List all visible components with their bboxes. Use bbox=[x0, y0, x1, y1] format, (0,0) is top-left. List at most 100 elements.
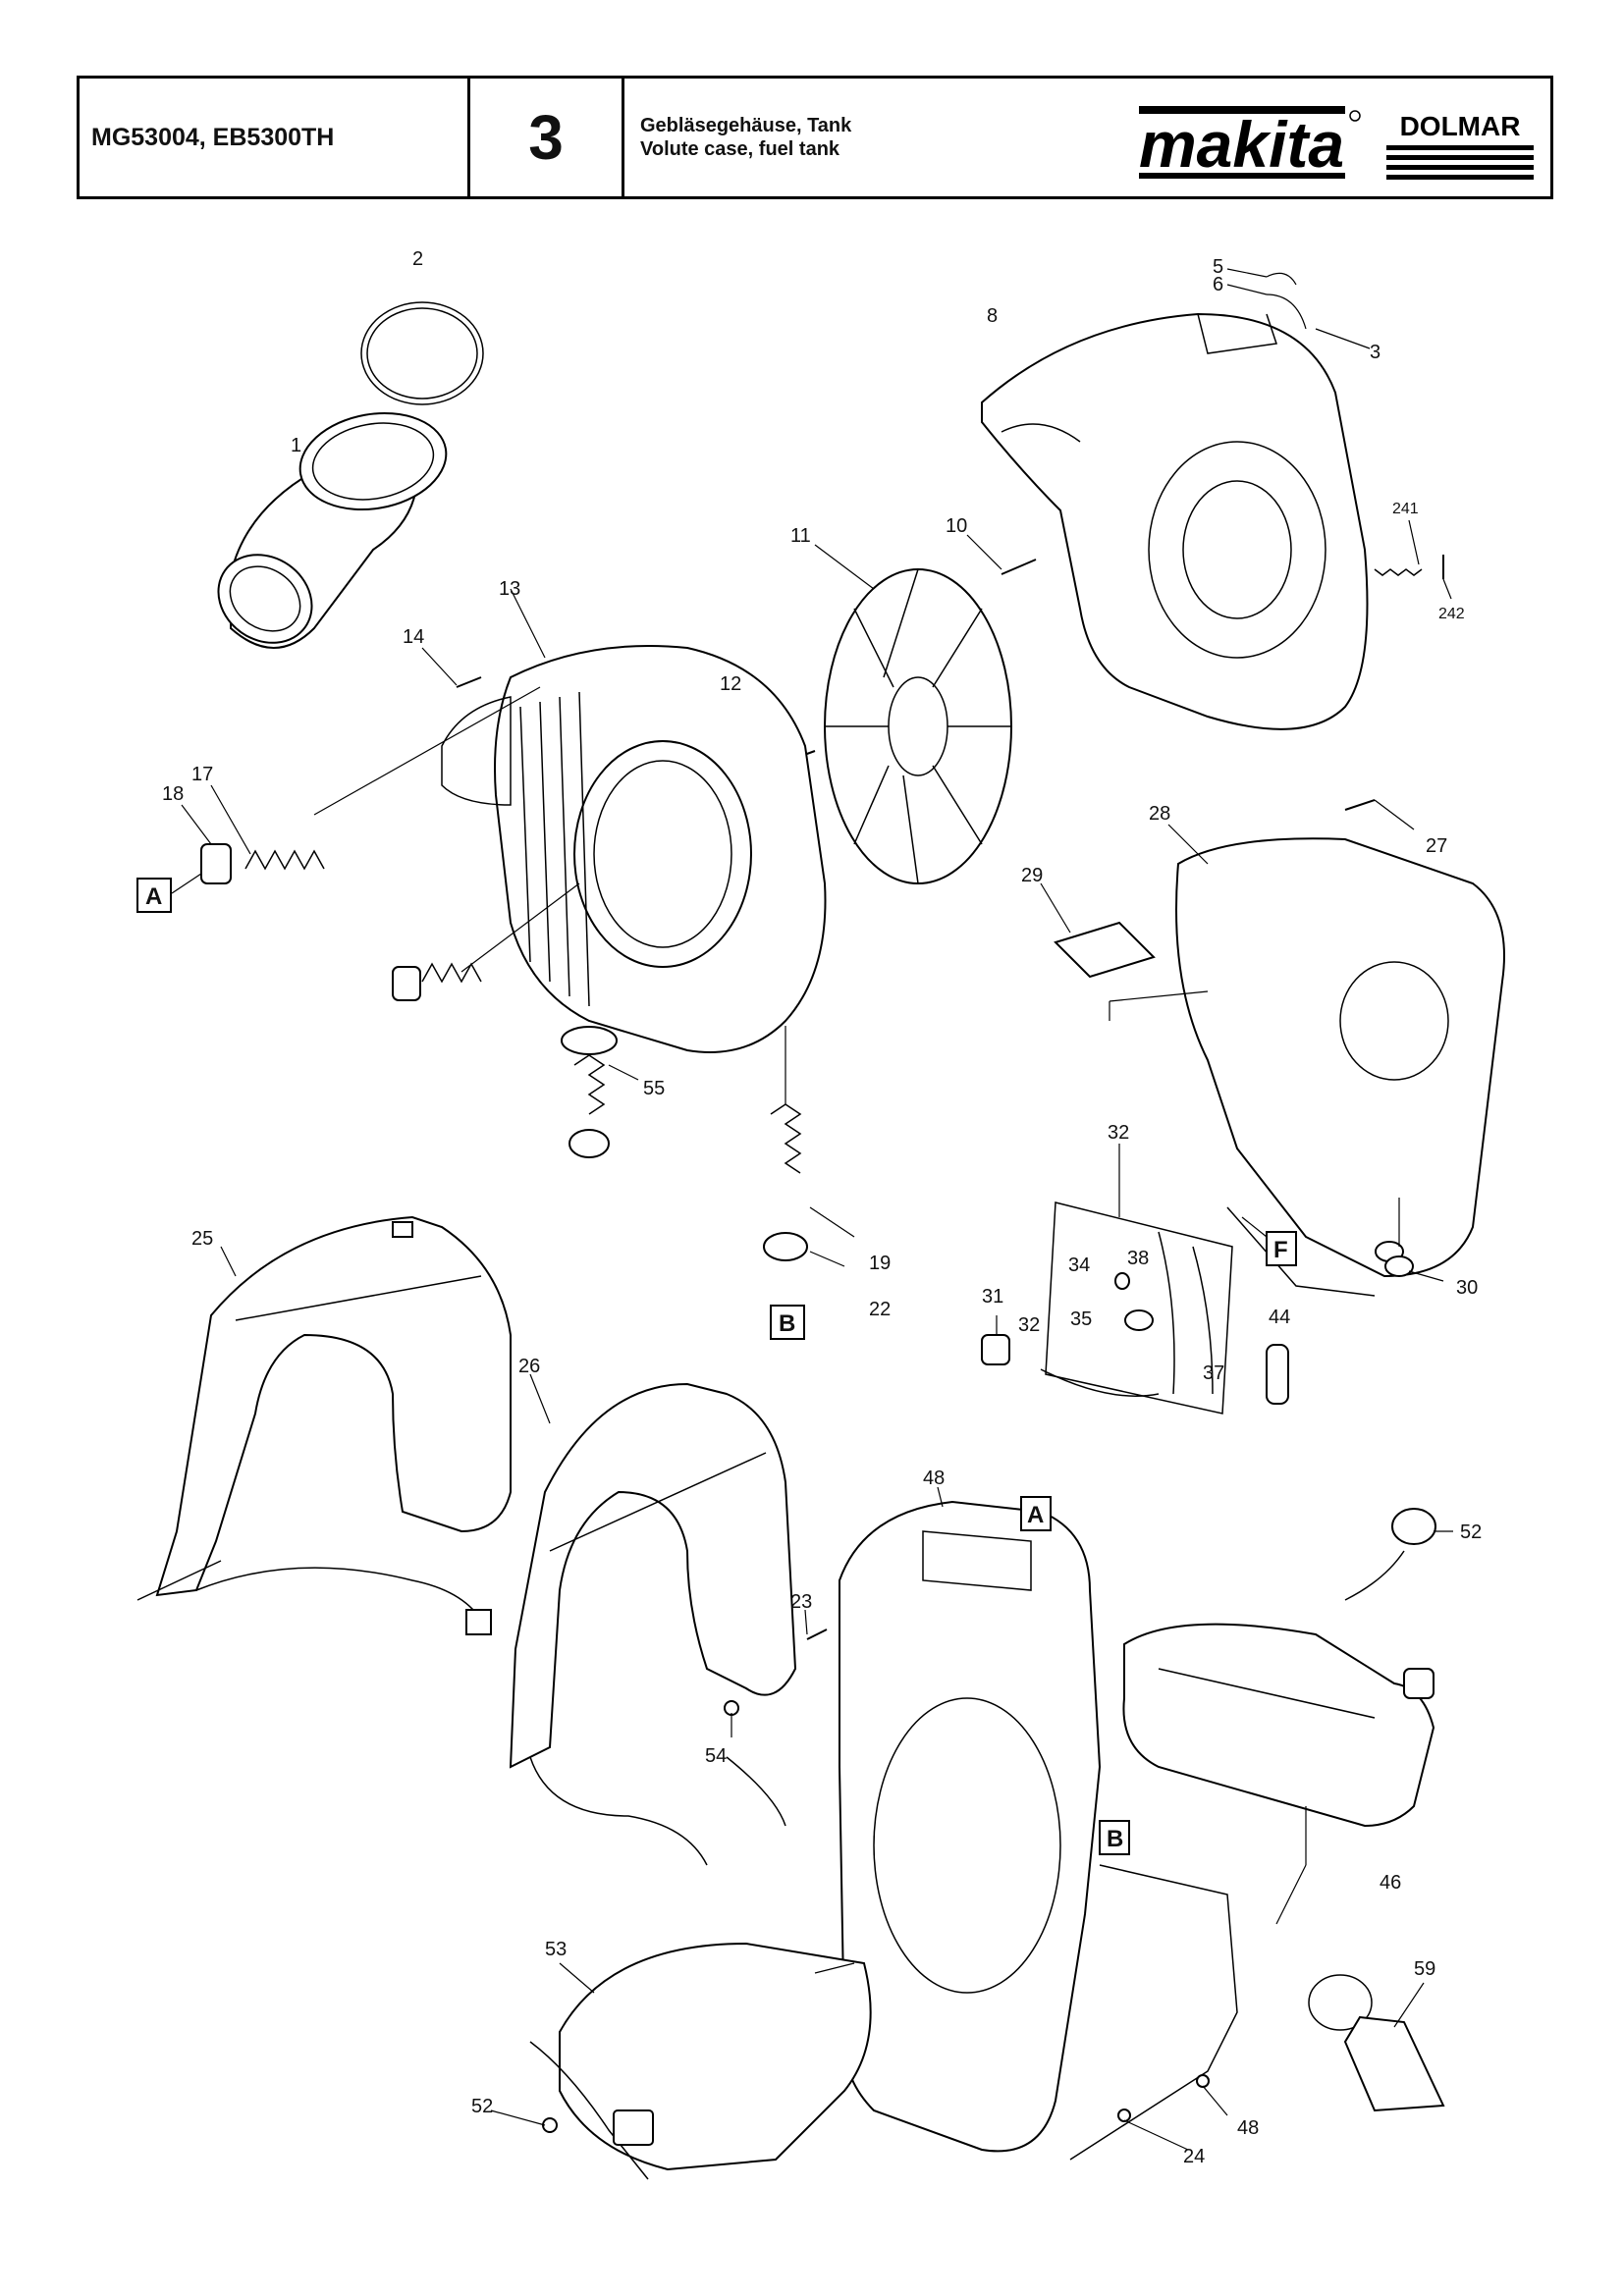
part-5-gasket bbox=[1266, 272, 1297, 286]
label-part-23: 22 bbox=[869, 1299, 891, 1320]
spring-lower bbox=[421, 962, 482, 984]
label-part-48-visible: 48 bbox=[1237, 2117, 1259, 2139]
label-part-26: 26 bbox=[518, 1356, 540, 1377]
label-part-46: 48 bbox=[923, 1468, 945, 1489]
label-part-34: 34 bbox=[1068, 1255, 1090, 1276]
title-block: MG53004, EB5300TH 3 Gebläsegehäuse, Tank… bbox=[77, 76, 1553, 199]
part-37-fuel-hose bbox=[1192, 1246, 1214, 1395]
part-44-fuel-tank bbox=[1122, 1623, 1435, 1828]
label-part-44: 46 bbox=[1380, 1872, 1401, 1894]
part-54-screw bbox=[724, 1700, 739, 1716]
part-241-spring bbox=[1374, 568, 1423, 576]
label-part-55: 55 bbox=[643, 1078, 665, 1099]
label-part-39: 52 bbox=[1460, 1522, 1482, 1543]
label-part-22: 19 bbox=[869, 1253, 891, 1274]
label-part-25: 25 bbox=[191, 1228, 213, 1250]
label-part-30: 30 bbox=[1456, 1277, 1478, 1299]
part-26-shoulder-strap bbox=[509, 1382, 797, 1866]
part-48-screw bbox=[1196, 2074, 1210, 2088]
part-1-elbow-pipe bbox=[217, 411, 448, 649]
label-part-12: 12 bbox=[720, 673, 741, 695]
part-27-screw bbox=[1344, 799, 1376, 811]
svg-text:DOLMAR: DOLMAR bbox=[1400, 111, 1521, 141]
part-24-screw bbox=[1117, 2109, 1131, 2122]
part-6-seal bbox=[1266, 294, 1307, 330]
part-2-o-ring bbox=[360, 301, 484, 405]
label-part-8: 8 bbox=[987, 305, 998, 327]
part-46-back-plate bbox=[839, 1500, 1238, 2161]
label-part-1: 1 bbox=[291, 435, 301, 456]
part-59-tag bbox=[1308, 1974, 1445, 2112]
label-part-10: 10 bbox=[946, 515, 967, 537]
ref-box-f bbox=[1266, 1231, 1297, 1266]
part-25-shoulder-strap bbox=[136, 1215, 512, 1635]
part-36-fuel-hose bbox=[1158, 1231, 1175, 1395]
label-part-53: 53 bbox=[545, 1939, 567, 1960]
label-part-54: 54 bbox=[705, 1745, 727, 1767]
part-11-fan-wheel bbox=[824, 568, 1012, 884]
makita-logo: makita bbox=[1139, 106, 1361, 181]
label-part-59: 59 bbox=[1414, 1958, 1435, 1980]
part-23-bushing bbox=[763, 1232, 808, 1261]
label-part-18: 18 bbox=[162, 783, 184, 805]
label-part-11: 11 bbox=[790, 525, 811, 547]
page-title: Gebläsegehäuse, Tank Volute case, fuel t… bbox=[624, 79, 1550, 196]
ref-label-b-plate: B bbox=[1107, 1826, 1123, 1852]
model-number: MG53004, EB5300TH bbox=[80, 79, 470, 196]
page-number: 3 bbox=[470, 79, 624, 196]
part-52-screw bbox=[542, 2117, 558, 2133]
part-22-spring bbox=[770, 1103, 802, 1174]
part-18-damper bbox=[200, 843, 232, 884]
label-part-14: 14 bbox=[403, 626, 424, 648]
label-part-13: 13 bbox=[499, 578, 520, 600]
part-31-fuel-filter bbox=[981, 1334, 1010, 1365]
label-part-17: 17 bbox=[191, 764, 213, 785]
ref-label-b-center: B bbox=[779, 1310, 795, 1337]
ref-label-f: F bbox=[1273, 1237, 1288, 1263]
ref-box-a-plate bbox=[1020, 1496, 1052, 1531]
part-10-screw bbox=[1001, 559, 1037, 575]
part-29-filter bbox=[1054, 921, 1156, 979]
label-part-28: 28 bbox=[1149, 803, 1170, 825]
label-part-27: 27 bbox=[1426, 835, 1447, 857]
part-35-grommet bbox=[1124, 1309, 1154, 1331]
label-part-37: 38 bbox=[1127, 1248, 1149, 1269]
label-part-5: 5 bbox=[1213, 256, 1223, 278]
part-38-hose bbox=[1266, 1344, 1289, 1405]
label-part-6: 6 bbox=[1213, 274, 1223, 295]
title-english: Volute case, fuel tank bbox=[640, 138, 840, 160]
part-14-screw bbox=[456, 676, 482, 688]
label-part-3: 3 bbox=[1370, 342, 1380, 363]
ref-box-a-left bbox=[136, 878, 172, 913]
part-33-fuel-kit-frame bbox=[1045, 1201, 1233, 1415]
part-53-hip-pad bbox=[529, 1942, 872, 2180]
svg-text:makita: makita bbox=[1139, 108, 1344, 181]
part-13-front-volute-case bbox=[441, 645, 827, 1053]
part-17-spring bbox=[244, 849, 325, 871]
dolmar-logo: DOLMAR bbox=[1386, 111, 1534, 180]
label-part-33: 32 bbox=[1108, 1122, 1129, 1144]
label-part-19: 23 bbox=[790, 1591, 812, 1613]
title-german: Gebläsegehäuse, Tank bbox=[640, 115, 852, 136]
ref-box-b-plate bbox=[1099, 1820, 1130, 1855]
part-55-damper-ring bbox=[561, 1026, 618, 1055]
label-part-24: 24 bbox=[1183, 2146, 1205, 2167]
label-part-29: 29 bbox=[1021, 865, 1043, 886]
label-part-2: 2 bbox=[412, 248, 423, 270]
part-8-volute-case bbox=[981, 312, 1369, 730]
part-19-screw bbox=[806, 1629, 828, 1640]
label-part-242: 242 bbox=[1438, 606, 1465, 622]
part-28-engine-cover bbox=[1175, 837, 1505, 1297]
label-part-38: 44 bbox=[1269, 1307, 1290, 1328]
ref-label-a-plate: A bbox=[1027, 1502, 1044, 1528]
label-part-36: 37 bbox=[1203, 1362, 1224, 1384]
label-part-52-visible: 52 bbox=[471, 2096, 493, 2117]
part-39-tank-cap bbox=[1391, 1508, 1436, 1545]
label-part-31: 31 bbox=[982, 1286, 1003, 1308]
label-part-32-visible: 32 bbox=[1018, 1314, 1040, 1336]
part-34-valve bbox=[1114, 1272, 1130, 1290]
ref-label-a-left: A bbox=[145, 883, 162, 910]
ref-box-b-center bbox=[770, 1305, 805, 1340]
label-part-35: 35 bbox=[1070, 1308, 1092, 1330]
